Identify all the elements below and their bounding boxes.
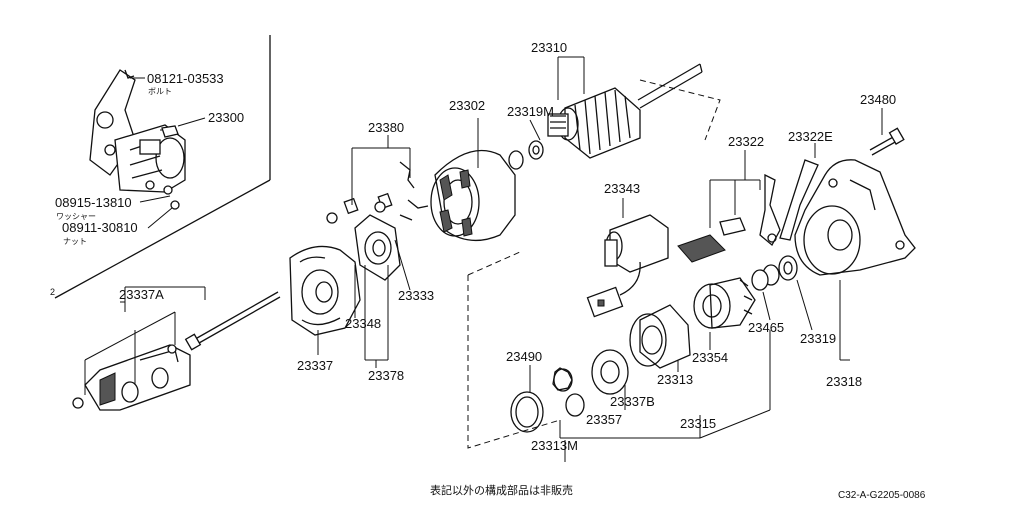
label-08911-30810: 08911-30810 [62,220,138,235]
label-23302: 23302 [449,98,485,113]
label-23465: 23465 [748,320,784,335]
label-23300: 23300 [208,110,244,125]
label-23337: 23337 [297,358,333,373]
part-pinion-23354 [693,277,756,350]
label-23319: 23319 [800,331,836,346]
part-armature-23310 [508,63,703,170]
label-23315: 23315 [680,416,716,431]
label-23313: 23313 [657,372,693,387]
part-planetary-gears-23357 [510,349,629,433]
label-23310: 23310 [531,40,567,55]
part-overrunning-clutch-23313 [629,304,691,372]
label-08915-13810: 08915-13810 [55,195,132,210]
part-end-frame-23337 [289,245,361,355]
label-23337B: 23337B [610,394,655,409]
label-23343: 23343 [604,181,640,196]
part-yoke-23302 [430,118,516,242]
label-08121-sub: ボルト [148,87,172,96]
overview-inset [54,35,271,299]
label-23319M: 23319M [507,104,554,119]
footer: 表記以外の構成部品は非販売 C32-A-G2205-0086 [430,483,926,501]
part-bracket-23337A [72,291,281,411]
label-23313M: 23313M [531,438,578,453]
footer-note: 表記以外の構成部品は非販売 [430,483,573,497]
label-23490: 23490 [506,349,542,364]
label-23378: 23378 [368,368,404,383]
part-labels: 08121-03533 ボルト 23300 08915-13810 ワッシャー … [50,40,896,453]
label-23318: 23318 [826,374,862,389]
part-clutch-rings-23465-23319 [751,255,813,331]
label-23480: 23480 [860,92,896,107]
alignment-dashes [467,251,561,449]
bracket-23337A-leaders [84,286,206,395]
inset-leaders [130,77,206,229]
label-23322: 23322 [728,134,764,149]
part-solenoid-23343 [586,198,669,318]
label-23380: 23380 [368,120,404,135]
starter-assembly-icon [89,69,186,210]
part-housing-23318 [794,159,916,361]
label-23354: 23354 [692,350,728,365]
part-bolt-23480 [869,108,905,156]
diagram-code: C32-A-G2205-0086 [838,490,926,501]
lever-leaders [709,143,819,241]
brush-holder-leaders [351,135,411,368]
label-08915-sub: ワッシャー [56,212,96,221]
label-23322E: 23322E [788,129,833,144]
label-08911-sub: ナット [63,237,87,246]
armature-leaders [529,56,721,141]
label-stray-mark: 2 [50,287,55,297]
label-08121-03533: 08121-03533 [147,71,224,86]
label-23333: 23333 [398,288,434,303]
label-23348: 23348 [345,316,381,331]
label-23337A: 23337A [119,287,164,302]
lower-assembly-leaders [559,330,771,462]
label-23357: 23357 [586,412,622,427]
part-brush-holder-23380 [326,161,429,281]
part-shift-lever-23322 [677,173,781,263]
